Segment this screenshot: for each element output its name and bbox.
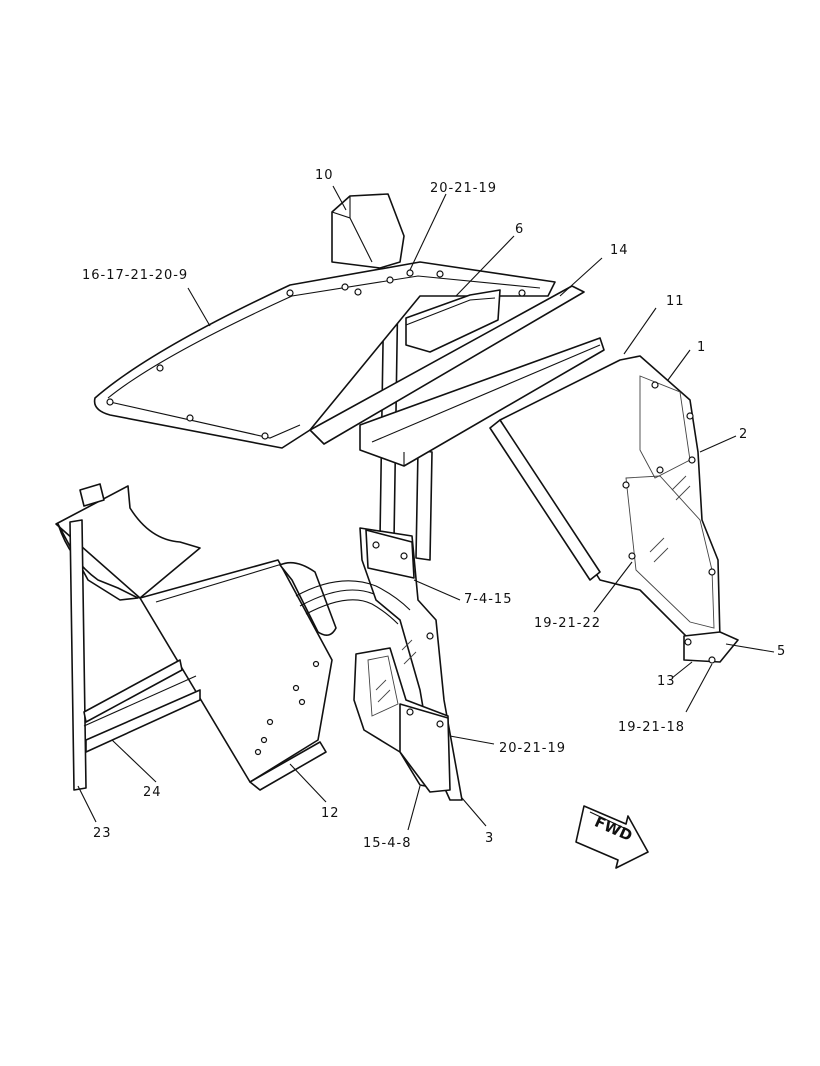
callout-11: 11 — [666, 294, 685, 309]
callout-24: 24 — [143, 785, 162, 800]
curved-duct — [295, 580, 411, 625]
callout-19-21-22: 19-21-22 — [534, 616, 601, 631]
callout-23: 23 — [93, 826, 112, 841]
bracket — [405, 289, 501, 353]
callout-20-21-19-top: 20-21-19 — [430, 181, 497, 196]
callout-2: 2 — [739, 427, 748, 442]
rear-strut — [489, 419, 601, 581]
right-side-panel — [499, 355, 739, 664]
callout-3: 3 — [485, 831, 494, 846]
callout-1: 1 — [697, 340, 706, 355]
lower-door-panel — [353, 647, 451, 793]
callout-6: 6 — [515, 222, 524, 237]
left-frame — [69, 483, 201, 791]
leader-lines — [77, 185, 775, 831]
callout-20-21-19-bottom: 20-21-19 — [499, 741, 566, 756]
callout-12: 12 — [321, 806, 340, 821]
callout-15-4-8: 15-4-8 — [363, 836, 411, 851]
top-cover — [331, 193, 405, 269]
roof-panel — [93, 261, 556, 449]
callout-13: 13 — [657, 674, 676, 689]
callout-10: 10 — [315, 168, 334, 183]
callout-5: 5 — [777, 644, 786, 659]
callout-7-4-15: 7-4-15 — [464, 592, 512, 607]
callout-labels: 10 20-21-19 6 14 16-17-21-20-9 11 1 2 7-… — [82, 168, 786, 851]
upper-channel — [309, 285, 605, 467]
callout-16-17-21-20-9: 16-17-21-20-9 — [82, 268, 188, 283]
callout-19-21-18: 19-21-18 — [618, 720, 685, 735]
forward-direction-arrow-icon: FWD — [575, 805, 649, 869]
left-shroud — [55, 485, 337, 791]
callout-14: 14 — [610, 243, 629, 258]
